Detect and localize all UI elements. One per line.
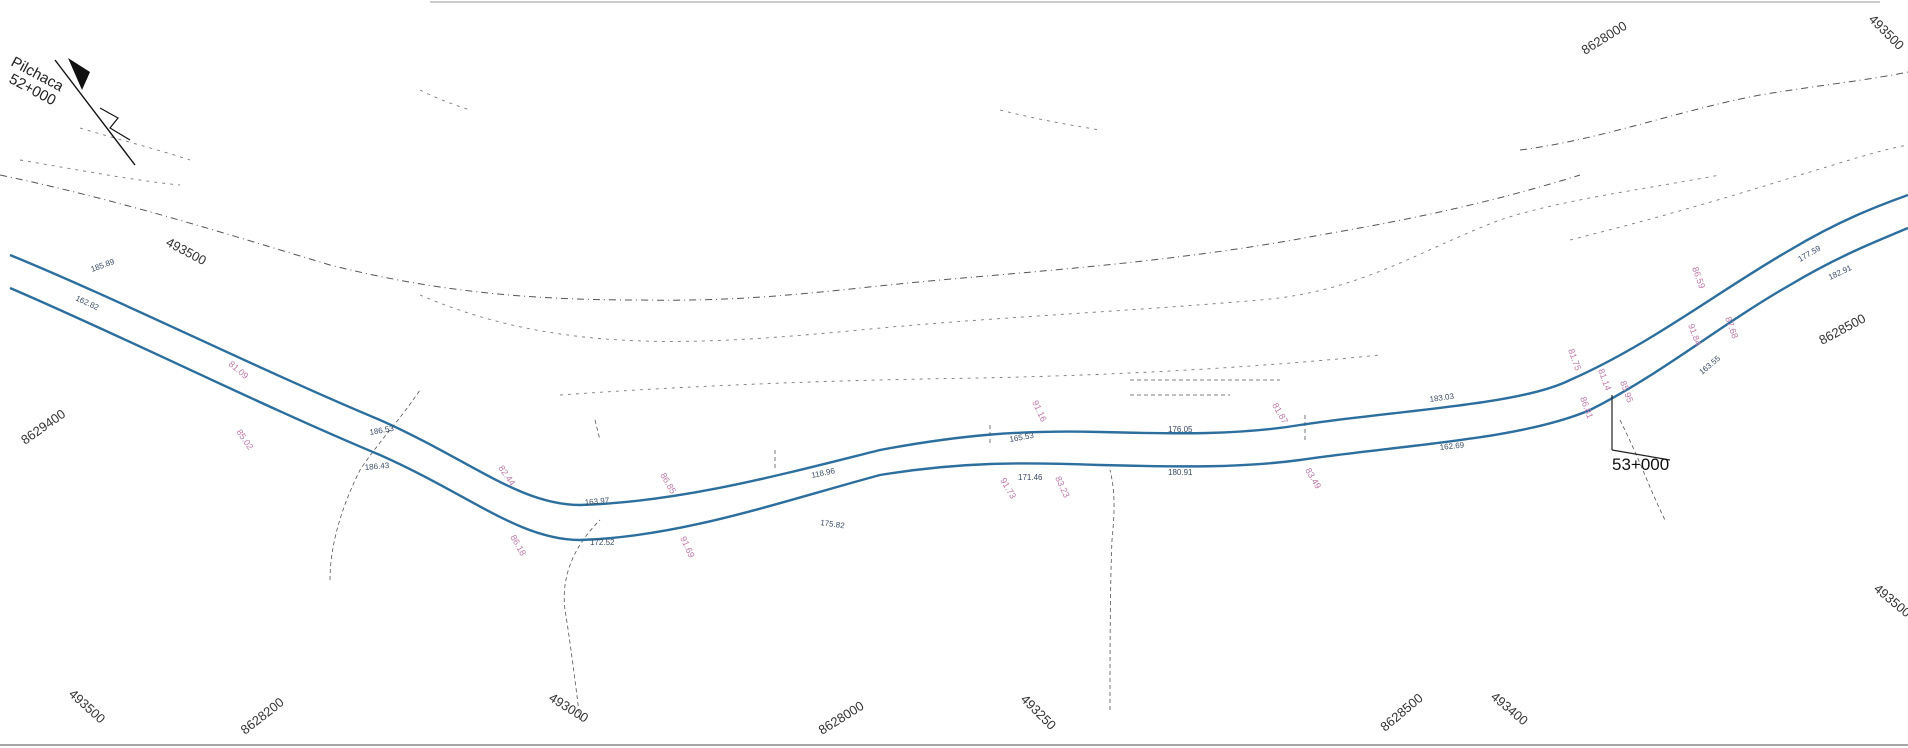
station-tick [1611, 449, 1671, 461]
elevation-label: 186.43 [364, 461, 390, 472]
drainage-line [329, 389, 421, 581]
coord-label: 8629400 [18, 406, 68, 447]
drainage-line [1109, 469, 1115, 711]
elevation-label: 177.59 [1797, 243, 1823, 263]
contour-line [79, 127, 191, 161]
elevation-label: 91.84 [1686, 322, 1703, 347]
contour-line [419, 89, 471, 111]
elevation-label: 182.91 [1827, 263, 1853, 282]
contour-lines [0, 71, 1908, 396]
coord-label: 8628000 [1579, 18, 1630, 58]
elevation-label: 81.87 [1270, 401, 1290, 426]
elevation-label: 91.73 [998, 476, 1018, 501]
elevation-label: 118.96 [811, 466, 837, 480]
elevation-label: 163.55 [1698, 354, 1723, 377]
coord-label: 493400 [1488, 689, 1531, 728]
elevation-label: 183.03 [1429, 392, 1455, 404]
coord-label: 8628000 [816, 698, 867, 738]
elevation-label: 81.75 [1566, 347, 1583, 372]
coord-label: 8628500 [1377, 690, 1425, 734]
contour-line [19, 159, 181, 186]
coord-label: 493500 [1866, 12, 1907, 53]
road-alignment [9, 193, 1908, 542]
terrain-elevation-labels: 81.09 85.02 82.44 86.18 86.85 91.69 91.1… [227, 265, 1741, 559]
elevation-label: 180.91 [1168, 468, 1193, 477]
contour-line [1519, 71, 1908, 151]
elevation-label: 86.18 [508, 533, 528, 558]
elevation-label: 163.97 [584, 496, 610, 507]
coord-label: 493500 [66, 686, 108, 726]
contour-line [419, 174, 1721, 342]
station-marker-53000: 53+000 [1611, 395, 1671, 474]
coord-label: 493250 [1018, 692, 1059, 733]
elevation-label: 176.05 [1168, 425, 1193, 434]
north-arrow-zigzag [99, 107, 131, 141]
north-arrow-shaft [54, 59, 136, 166]
elevation-label: 162.69 [1439, 440, 1465, 452]
elevation-label: 83.23 [1053, 475, 1072, 500]
coord-label: 493000 [546, 690, 591, 726]
coordinate-labels: 8629400 493500 8628500 493500 8628000 49… [18, 12, 1908, 738]
contour-line [0, 174, 1581, 301]
elevation-label: 171.46 [1018, 473, 1043, 482]
elevation-label: 165.53 [1009, 431, 1035, 444]
contour-line [559, 354, 1381, 396]
elevation-label: 91.69 [678, 535, 697, 560]
elevation-label: 162.82 [74, 294, 100, 313]
elevation-label: 85.02 [234, 427, 255, 451]
elevation-label: 186.53 [369, 424, 395, 437]
elevation-label: 81.14 [1596, 367, 1613, 392]
cross-section-lines [329, 379, 1666, 721]
coord-label: 8628200 [238, 694, 287, 737]
offset-lines [1130, 379, 1280, 396]
coord-label: 8628500 [1816, 311, 1868, 348]
elevation-label: 172.52 [590, 538, 615, 547]
contour-line [999, 109, 1101, 131]
elevation-label: 83.49 [1303, 466, 1323, 491]
tick-lines [594, 415, 1306, 470]
north-arrow: Pilchaca 52+000 [6, 54, 136, 166]
road-edge-upper [9, 193, 1908, 507]
elevation-label: 91.16 [1030, 399, 1049, 424]
elevation-label: 85.95 [1618, 379, 1635, 404]
elevation-label: 185.89 [90, 257, 117, 274]
road-edge-lower [9, 226, 1908, 542]
drainage-line [1619, 419, 1666, 521]
elevation-label: 86.81 [1578, 395, 1595, 420]
drainage-line [563, 519, 601, 721]
north-arrow-head [68, 58, 90, 90]
elevation-label: 86.59 [1690, 265, 1707, 290]
coord-label: 493500 [164, 234, 209, 268]
coord-label: 493500 [1871, 581, 1908, 620]
elevation-label: 82.44 [496, 463, 517, 487]
elevation-label: 175.82 [820, 518, 846, 530]
station-label: 53+000 [1612, 455, 1669, 474]
elevation-label: 86.85 [658, 471, 678, 496]
